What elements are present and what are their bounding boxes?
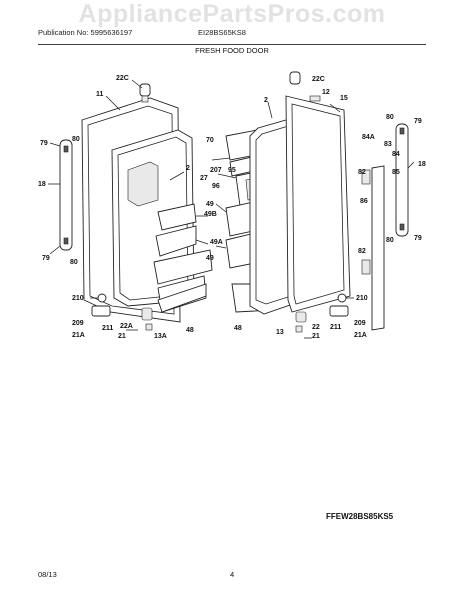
left-door-bins (153, 203, 213, 313)
callout-79-right-top: 79 (414, 118, 422, 125)
callout-207: 207 (210, 167, 222, 174)
callout-21-right: 21 (312, 333, 320, 340)
callout-18-left: 18 (38, 181, 46, 188)
callout-79-right-bot: 79 (414, 235, 422, 242)
callout-209-right: 209 (354, 320, 366, 327)
callout-49-top: 49 (206, 201, 214, 208)
callout-15: 15 (340, 95, 348, 102)
callout-79-left-bot: 79 (42, 255, 50, 262)
callout-2-mid: 2 (186, 165, 190, 172)
callout-209-left: 209 (72, 320, 84, 327)
footer-date: 08/13 (38, 570, 57, 579)
callout-48-left: 48 (186, 327, 194, 334)
callout-96: 96 (212, 183, 220, 190)
left-handle (59, 139, 73, 251)
callout-80-right-top: 80 (386, 114, 394, 121)
callout-13a: 13A (154, 333, 167, 340)
callout-49-bot: 49 (206, 255, 214, 262)
callout-82-bot: 82 (358, 248, 366, 255)
callout-80-left: 80 (72, 136, 80, 143)
callout-82-top: 82 (358, 169, 366, 176)
watermark: AppliancePartsPros.com (78, 0, 386, 28)
left-hinge-parts (91, 293, 153, 331)
callout-86: 86 (360, 198, 368, 205)
callout-27: 27 (200, 175, 208, 182)
callout-12: 12 (322, 89, 330, 96)
callout-83: 83 (384, 141, 392, 148)
right-handle (361, 123, 409, 331)
callout-95: 95 (228, 167, 236, 174)
callout-22a: 22A (120, 323, 133, 330)
callout-22c-right: 22C (312, 76, 325, 83)
leader-lines (48, 79, 415, 299)
callout-2-right: 2 (264, 97, 268, 104)
callout-18-right: 18 (418, 161, 426, 168)
right-door-assembly (249, 71, 351, 315)
header-rule (38, 44, 426, 45)
callout-21a-right: 21A (354, 332, 367, 339)
callout-85: 85 (392, 169, 400, 176)
callout-11: 11 (96, 91, 104, 98)
callout-21a-left: 21A (72, 332, 85, 339)
callout-79-left-top: 79 (40, 140, 48, 147)
callout-13: 13 (276, 329, 284, 336)
callout-22: 22 (312, 324, 320, 331)
callout-22c-left: 22C (116, 75, 129, 82)
callout-49a: 49A (210, 239, 223, 246)
callout-84: 84 (392, 151, 400, 158)
callouts: 22C 11 80 79 18 79 80 2 27 49B 49A 210 2… (38, 75, 426, 340)
callout-80-right-bot: 80 (386, 237, 394, 244)
callout-84a: 84A (362, 134, 375, 141)
page-number: 4 (230, 570, 235, 579)
callout-80-left-bot: 80 (70, 259, 78, 266)
callout-211-left: 211 (102, 325, 113, 332)
publication-number: Publication No: 5995636197 (38, 28, 133, 37)
right-hinge-parts (295, 293, 349, 339)
callout-49b: 49B (204, 211, 217, 218)
model-number-top: EI28BS65KS8 (198, 28, 246, 37)
callout-210-left: 210 (72, 295, 84, 302)
callout-70: 70 (206, 137, 214, 144)
callout-211-right: 211 (330, 324, 341, 331)
section-title: FRESH FOOD DOOR (195, 46, 269, 55)
callout-21-left: 21 (118, 333, 126, 340)
callout-48-right: 48 (234, 325, 242, 332)
callout-210-right: 210 (356, 295, 368, 302)
model-code-footer: FFEW28BS85KS5 (326, 512, 394, 521)
